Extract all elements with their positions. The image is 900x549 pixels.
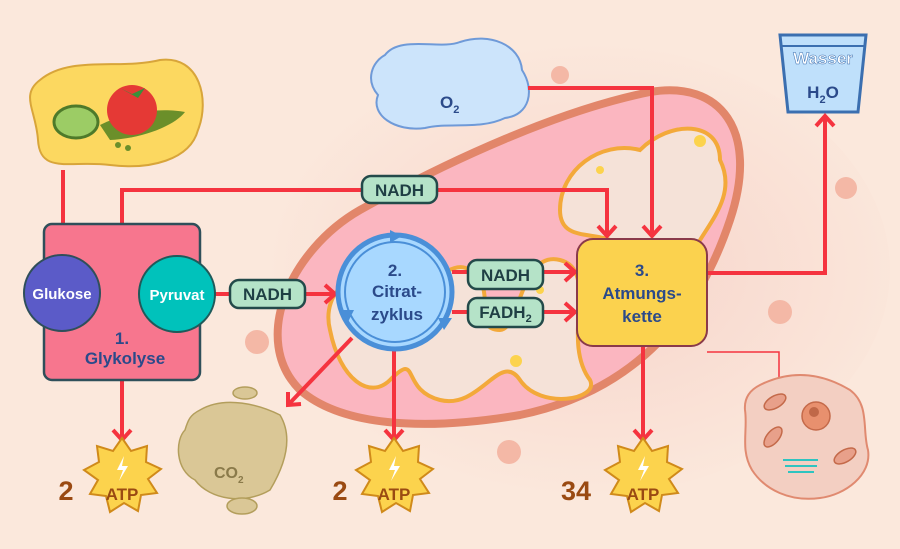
- nadh-top-pill: NADH: [360, 174, 439, 205]
- glucose-label: Glukose: [32, 286, 91, 303]
- oxygen-cloud: O2: [370, 37, 530, 130]
- atp-count: 2: [332, 476, 347, 506]
- svg-text:Citrat-: Citrat-: [372, 282, 422, 301]
- co2-cloud: CO2: [177, 386, 288, 515]
- water-label: Wasser: [793, 49, 853, 68]
- cycle-arrow-icon: [390, 230, 402, 243]
- glucose-node: [23, 254, 101, 332]
- nadh-glycolysis-pill: NADH: [228, 278, 307, 310]
- svg-text:FADH2: FADH2: [479, 303, 531, 325]
- cycle-arrow-icon: [340, 310, 354, 322]
- oxygen-label: O2: [440, 93, 459, 116]
- pyruvate-node: [138, 255, 216, 333]
- svg-text:2.: 2.: [388, 261, 402, 280]
- lightning-icon: [117, 456, 128, 481]
- svg-text:NADH: NADH: [481, 266, 530, 285]
- nadh-cycle-pill: NADH: [466, 258, 545, 291]
- co2-label: CO2: [214, 465, 244, 486]
- citric-acid-cycle: 2. Citrat- zyklus: [335, 230, 455, 352]
- svg-text:ATP: ATP: [378, 485, 411, 504]
- atp-respiratory-chain: ATP 34: [561, 436, 684, 514]
- svg-text:ATP: ATP: [106, 485, 139, 504]
- pyruvate-label: Pyruvat: [149, 287, 204, 304]
- cycle-arrow-icon: [438, 318, 452, 330]
- svg-text:Atmungs-: Atmungs-: [602, 284, 681, 303]
- respiratory-chain-box: 3. Atmungs- kette: [576, 238, 708, 347]
- glycolysis-box: Glukose Pyruvat 1. Glykolyse: [23, 222, 216, 382]
- cell-illustration: [743, 374, 870, 500]
- fadh2-pill: FADH2: [466, 296, 545, 329]
- svg-text:kette: kette: [622, 307, 662, 326]
- svg-text:3.: 3.: [635, 261, 649, 280]
- atp-count: 34: [561, 476, 591, 506]
- svg-text:NADH: NADH: [375, 181, 424, 200]
- svg-text:zyklus: zyklus: [371, 305, 423, 324]
- atp-glycolysis: ATP 2: [58, 436, 163, 514]
- glycolysis-title: Glykolyse: [85, 349, 165, 368]
- atp-citric-cycle: ATP 2: [332, 436, 435, 514]
- svg-text:ATP: ATP: [627, 485, 660, 504]
- lightning-icon: [638, 456, 649, 481]
- glycolysis-number: 1.: [115, 329, 129, 348]
- lightning-icon: [389, 456, 400, 481]
- water-cup: Wasser H2O: [778, 33, 868, 114]
- food-illustration: [29, 58, 204, 168]
- atp-count: 2: [58, 476, 73, 506]
- svg-text:NADH: NADH: [243, 285, 292, 304]
- water-formula: H2O: [807, 83, 839, 106]
